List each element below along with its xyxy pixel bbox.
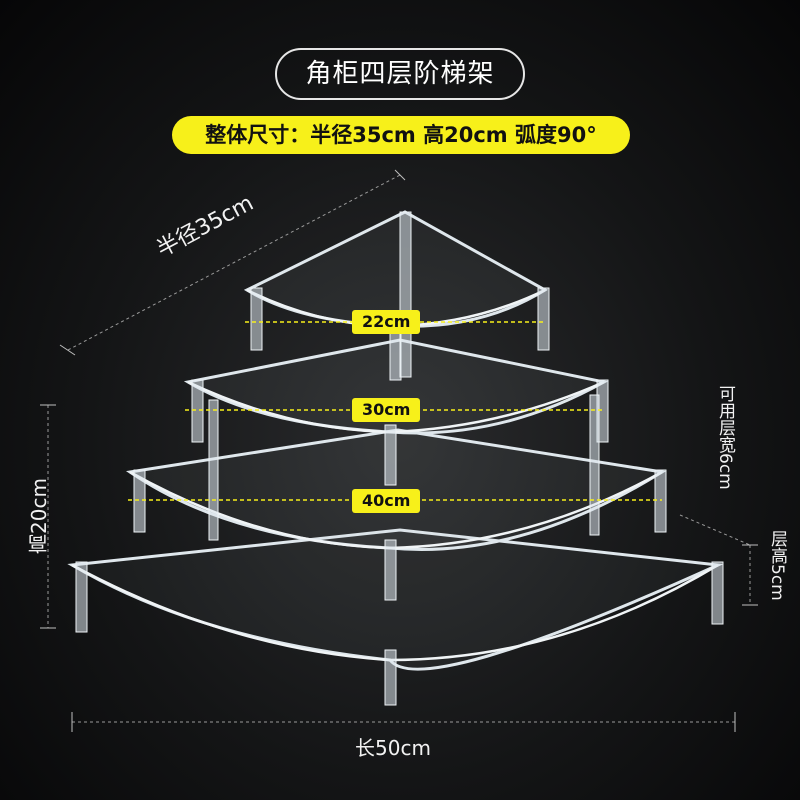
tier-width-middle: 30cm	[352, 398, 421, 422]
dimension-lines	[47, 174, 751, 723]
tier-width-top: 22cm	[352, 310, 421, 334]
overall-spec-badge: 整体尺寸：半径35cm 高20cm 弧度90°	[172, 116, 630, 154]
length-label: 长50cm	[355, 736, 431, 760]
product-title: 角柜四层阶梯架	[275, 48, 525, 100]
usable-width-label: 可用层宽6cm	[715, 385, 735, 490]
support-posts	[75, 211, 724, 706]
tier-width-lower: 40cm	[352, 489, 421, 513]
height-label: 高20cm	[27, 478, 51, 554]
layer-height-label: 层高5cm	[767, 530, 787, 601]
